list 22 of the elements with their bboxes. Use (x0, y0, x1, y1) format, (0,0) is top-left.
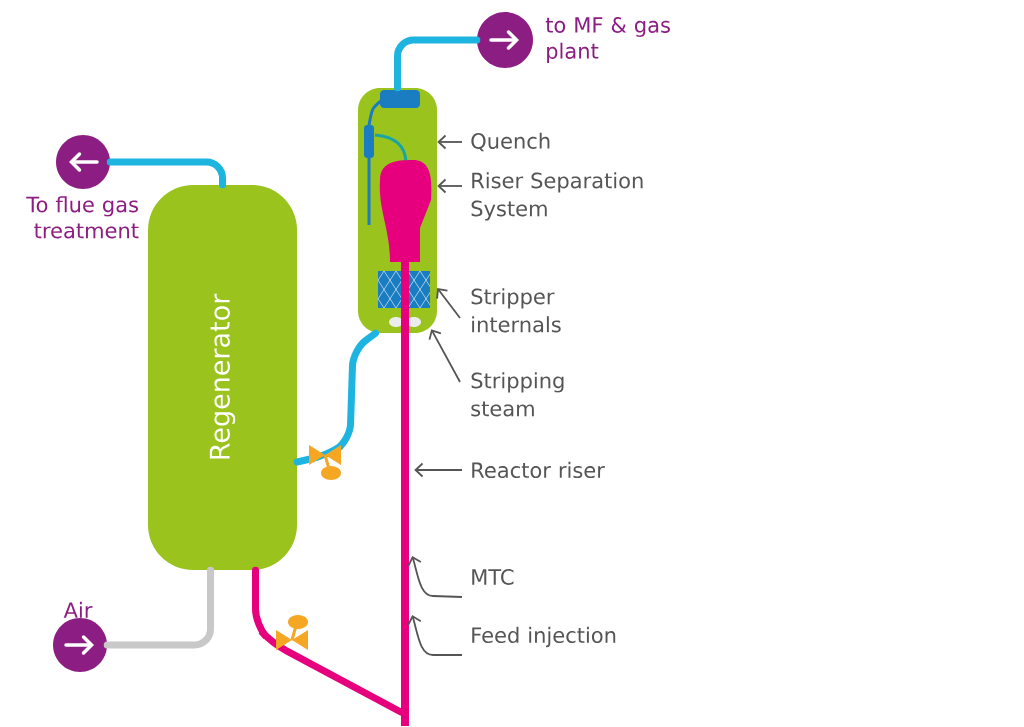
leader-line (407, 556, 463, 598)
leader-line (428, 329, 461, 383)
pipe (394, 36, 481, 92)
part-label: MTC (472, 569, 514, 585)
regenerator-vessel: Regenerator (148, 185, 297, 570)
part-label: Stripper internals (471, 288, 561, 333)
leader-line (437, 178, 463, 194)
leader-line (407, 614, 463, 656)
destination-label: To flue gas treatment (26, 196, 139, 239)
leader-line (437, 134, 463, 150)
part-label: Quench (471, 132, 550, 152)
pipe (103, 566, 214, 649)
leader-line (436, 288, 461, 319)
leader-line (414, 462, 463, 478)
part-label: Riser Separation System (471, 172, 643, 221)
part-label: Reactor riser (472, 461, 605, 479)
destination-label: to MF & gas plant (545, 17, 670, 63)
part-label: Feed injection (472, 626, 616, 648)
pipe (106, 158, 226, 189)
destination-label: Air (63, 601, 93, 618)
pipe (293, 329, 379, 466)
part-label: Stripping steam (471, 372, 564, 417)
